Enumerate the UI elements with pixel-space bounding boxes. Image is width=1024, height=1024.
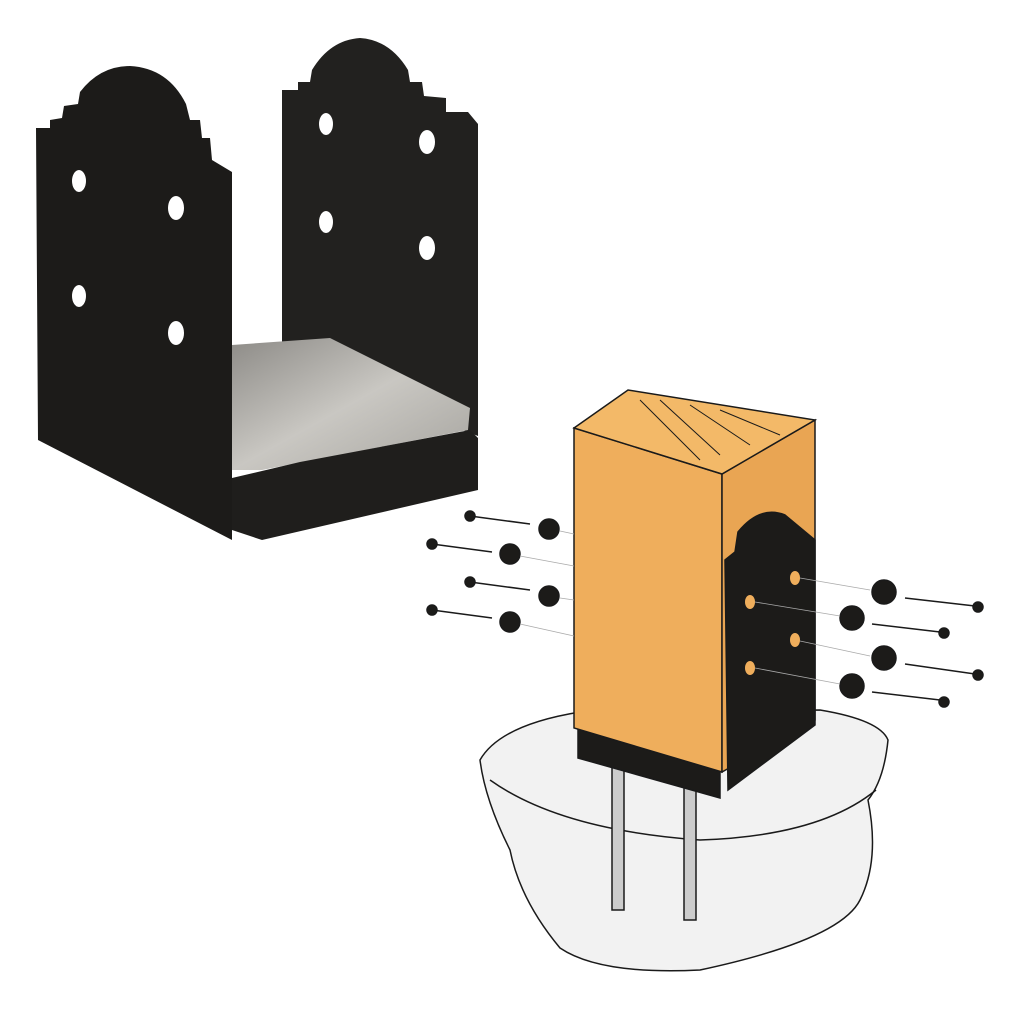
anchor-rod — [611, 759, 625, 911]
anchor-rod — [683, 769, 697, 921]
bracket-base-lip — [232, 430, 478, 540]
bracket-base-plate — [232, 338, 470, 470]
wood-post-front — [573, 426, 723, 774]
screws-right — [754, 577, 984, 708]
post-base-installation-diagram — [426, 389, 984, 972]
post-base-bracket-photo — [36, 38, 478, 540]
screws-left — [426, 510, 575, 637]
bracket-holes — [72, 113, 435, 345]
bracket-left-plate — [36, 66, 232, 540]
